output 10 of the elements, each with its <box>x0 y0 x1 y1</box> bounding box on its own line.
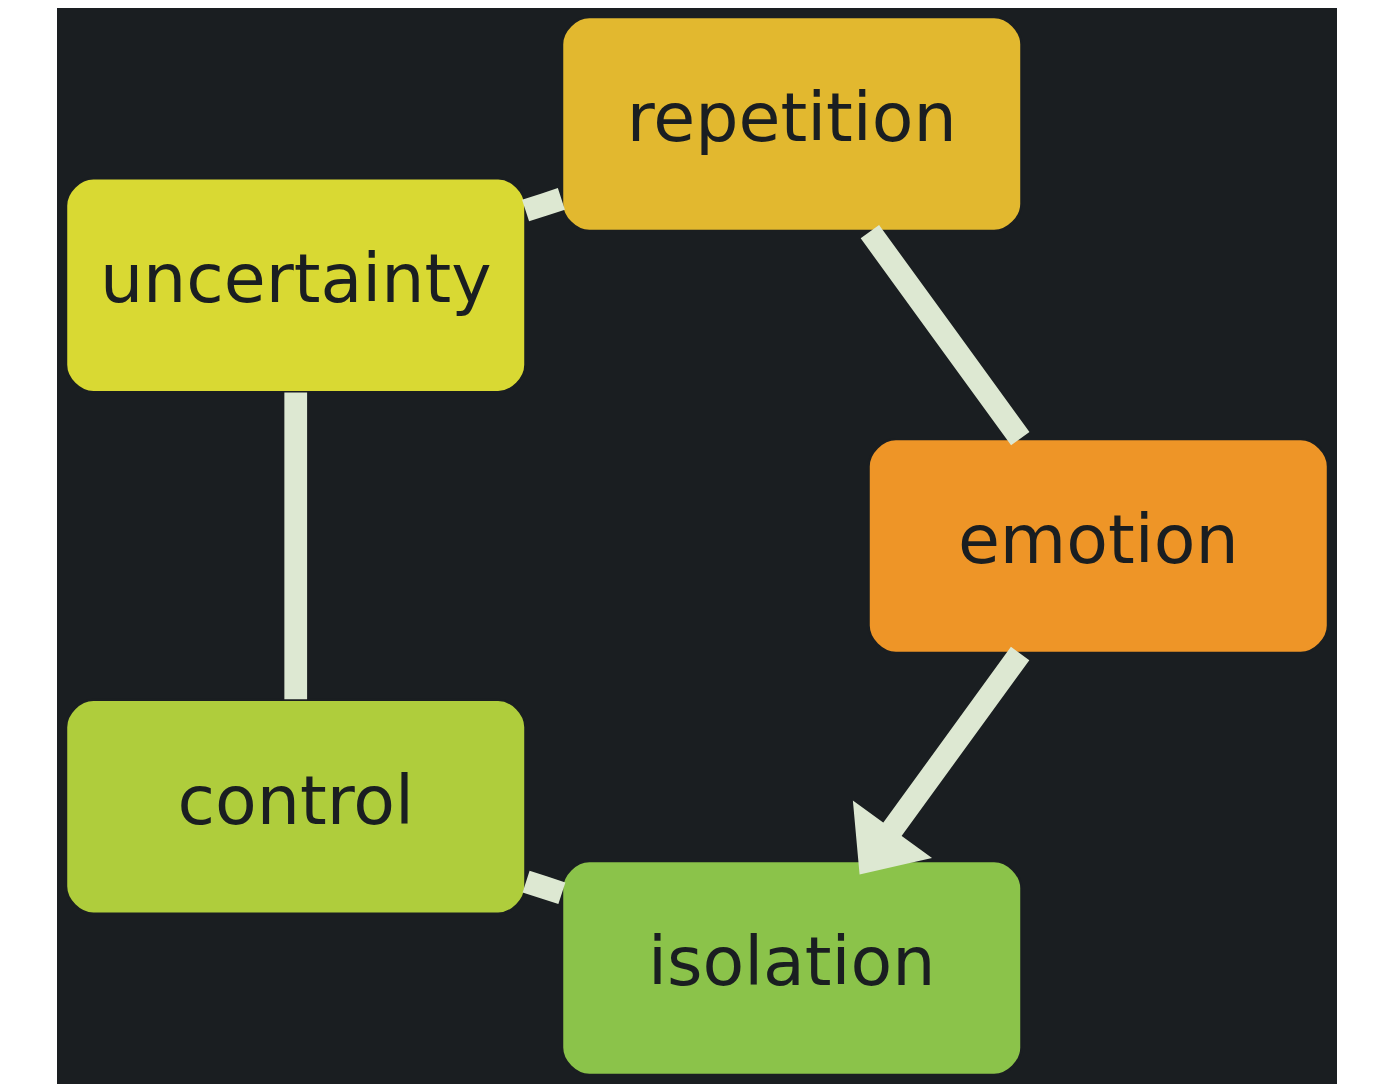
node-box: control <box>64 698 526 915</box>
node-box: emotion <box>867 438 1329 654</box>
node-box: isolation <box>560 859 1022 1076</box>
connector <box>860 225 1029 446</box>
connector <box>283 392 307 700</box>
connector <box>522 870 565 905</box>
arrow <box>852 646 1029 875</box>
node-box: repetition <box>560 16 1022 233</box>
connector <box>521 188 565 222</box>
node-box: uncertainty <box>64 177 526 394</box>
